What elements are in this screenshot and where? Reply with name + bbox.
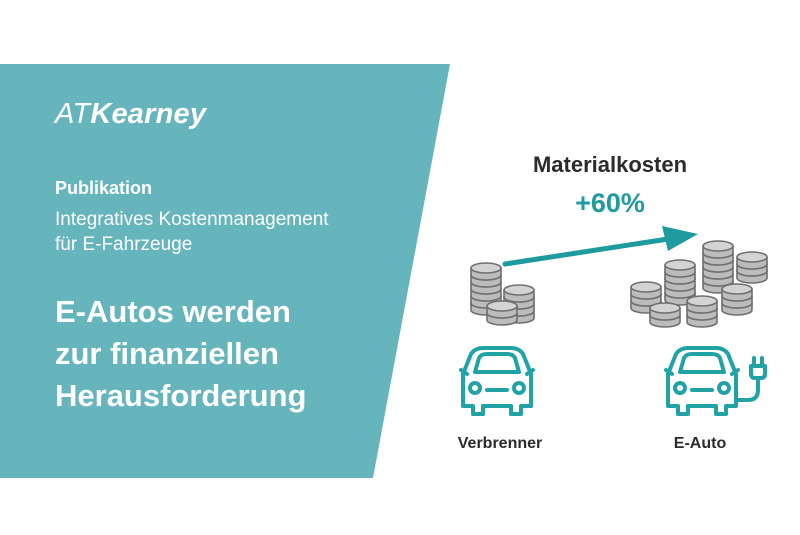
logo-prefix: AT: [55, 98, 91, 130]
publication-title-line2: für E-Fahrzeuge: [55, 234, 193, 255]
metric-label: Materialkosten: [532, 152, 688, 177]
coin-stack-icon: [702, 240, 734, 294]
coin-stack-icon: [630, 281, 662, 314]
logo-brand: Kearney: [90, 98, 207, 130]
coin-stack-icon: [486, 300, 518, 326]
coin-stack-icon: [470, 262, 502, 316]
publication-label: Publikation: [55, 178, 153, 198]
publication-title-line1: Integratives Kostenmanagement: [55, 209, 329, 230]
headline-line1: E-Autos werden: [55, 294, 291, 329]
coin-stack-icon: [721, 283, 753, 316]
charging-plug-icon: [734, 356, 767, 402]
kearney-logo: ATKearney: [55, 98, 206, 131]
electric-car-icon: [664, 346, 740, 416]
coin-stacks-left: [470, 262, 535, 326]
coin-stack-icon: [664, 259, 696, 306]
teal-panel: [0, 64, 450, 478]
trend-arrow-icon: [502, 226, 698, 267]
headline-line2: zur finanziellen: [55, 336, 279, 371]
headline-line3: Herausforderung: [55, 378, 307, 413]
metric-change: +60%: [575, 188, 645, 218]
coin-stacks-right: [630, 240, 768, 328]
left-car-label: Verbrenner: [457, 435, 543, 452]
coin-stack-icon: [649, 302, 681, 328]
car-icon: [459, 346, 535, 416]
coin-stack-icon: [736, 251, 768, 284]
right-car-label: E-Auto: [673, 435, 727, 452]
coin-stack-icon: [686, 295, 718, 328]
